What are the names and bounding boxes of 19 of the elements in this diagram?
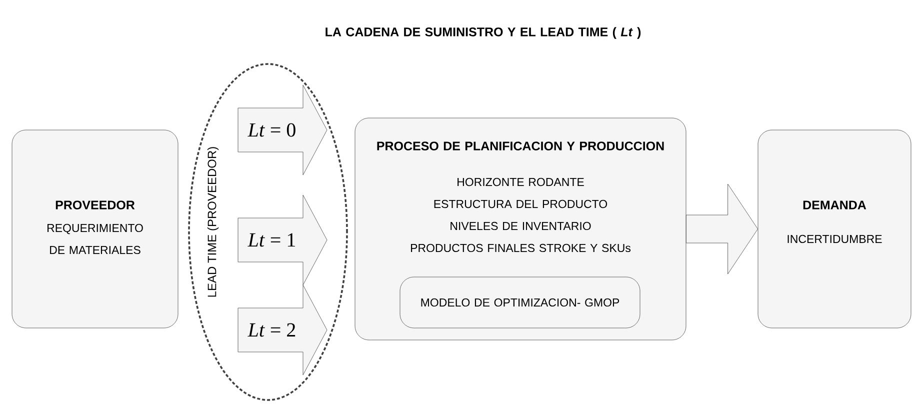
box-heading: PROCESO DE PLANIFICACION Y PRODUCCION [377,142,664,150]
box-text: NIVELES DE INVENTARIO [450,222,591,230]
box-text: ESTRUCTURA DEL PRODUCTO [434,200,608,208]
box-text: INCERTIDUMBRE [788,234,882,244]
box-text: HORIZONTE RODANTE [458,178,584,186]
rounded-box [12,130,178,328]
block-arrow [686,184,758,274]
arrow-shaped-box: Lt = 2 [238,284,328,376]
rounded-box: MODELO DE OPTIMIZACION- GMOP [400,276,640,328]
box-text: REQUERIMIENTO DE MATERIALES [48,224,143,254]
arrow-shaped-box: Lt = 1 [238,194,328,286]
box-heading: PROVEEDOR [56,200,135,210]
box-text: PRODUCTOS FINALES STROKE Y SKUs [411,244,631,252]
rotated-label: LEAD TIME (PROVEEDOR) [207,147,219,297]
title: LA CADENA DE SUMINISTRO Y EL LEAD TIME ( Lt ) [326,27,641,39]
dashed-ellipse [188,63,348,401]
arrow-shaped-box: Lt = 0 [238,84,328,176]
rounded-box [758,130,912,328]
box-heading: DEMANDA [803,200,866,210]
